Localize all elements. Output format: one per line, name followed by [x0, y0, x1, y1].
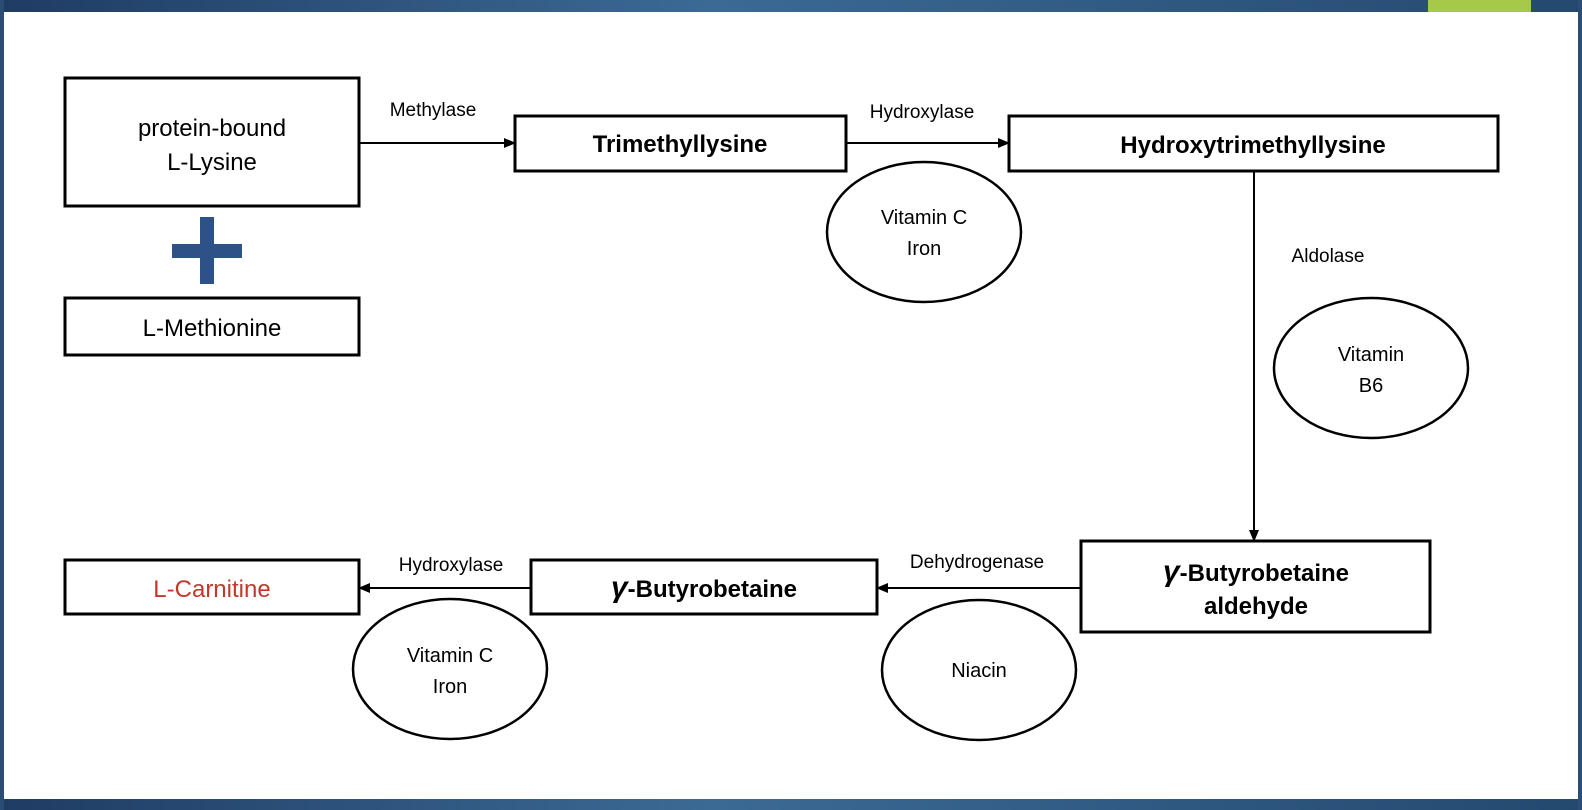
cofactor-vitamin-c-iron-1: Vitamin C Iron — [825, 160, 1023, 304]
right-frame-bar — [1578, 0, 1582, 810]
node-hydroxytrimethyllysine: Hydroxytrimethyllysine — [1007, 114, 1500, 173]
lysine-label-line1: protein-bound — [138, 115, 286, 142]
enzyme-dehydrogenase: Dehydrogenase — [910, 552, 1044, 573]
left-frame-bar — [0, 0, 4, 810]
node-butyrobetaine-aldehyde: γ-Butyrobetaine aldehyde — [1079, 539, 1432, 634]
butyrobetaine-label: γ-Butyrobetaine — [611, 571, 797, 604]
carnitine-label: L-Carnitine — [153, 576, 270, 603]
aldehyde-label-text: -Butyrobetaine — [1180, 560, 1349, 587]
cofactor-vitc-2-line1: Vitamin C — [407, 645, 493, 667]
node-methionine: L-Methionine — [63, 296, 361, 357]
plus-icon — [172, 217, 242, 284]
trimethyllysine-label: Trimethyllysine — [593, 131, 768, 158]
bottom-frame-bar — [0, 799, 1582, 810]
enzyme-hydroxylase-1: Hydroxylase — [870, 102, 975, 123]
enzyme-methylase: Methylase — [390, 100, 477, 121]
gamma-symbol-2: γ — [611, 571, 630, 604]
aldehyde-label-line2: aldehyde — [1204, 593, 1308, 620]
node-trimethyllysine: Trimethyllysine — [513, 114, 848, 173]
node-l-carnitine: L-Carnitine — [63, 558, 361, 616]
cofactor-vitamin-b6: Vitamin B6 — [1272, 296, 1470, 440]
accent-tab — [1428, 0, 1531, 12]
top-frame-bar — [0, 0, 1582, 12]
aldehyde-label-line1: γ-Butyrobetaine — [1163, 555, 1349, 588]
cofactor-b6-line1: Vitamin — [1338, 344, 1404, 366]
cofactor-niacin: Niacin — [880, 598, 1078, 742]
gamma-symbol-1: γ — [1163, 555, 1182, 588]
cofactor-vitc-1-line2: Iron — [907, 238, 941, 260]
cofactor-vitamin-c-iron-2: Vitamin C Iron — [351, 597, 549, 741]
node-butyrobetaine: γ-Butyrobetaine — [529, 558, 879, 616]
methionine-label: L-Methionine — [143, 315, 282, 342]
cofactor-vitc-2-line2: Iron — [433, 676, 467, 698]
lysine-label-line2: L-Lysine — [167, 149, 257, 176]
butyrobetaine-label-text: -Butyrobetaine — [628, 576, 797, 603]
node-protein-bound-lysine: protein-bound L-Lysine — [63, 76, 361, 208]
cofactor-vitc-1-line1: Vitamin C — [881, 207, 967, 229]
enzyme-aldolase: Aldolase — [1292, 246, 1365, 267]
hydroxytrimethyllysine-label: Hydroxytrimethyllysine — [1120, 132, 1385, 159]
cofactor-niacin-label: Niacin — [951, 660, 1007, 682]
cofactor-b6-line2: B6 — [1359, 375, 1383, 397]
enzyme-hydroxylase-2: Hydroxylase — [399, 555, 504, 576]
